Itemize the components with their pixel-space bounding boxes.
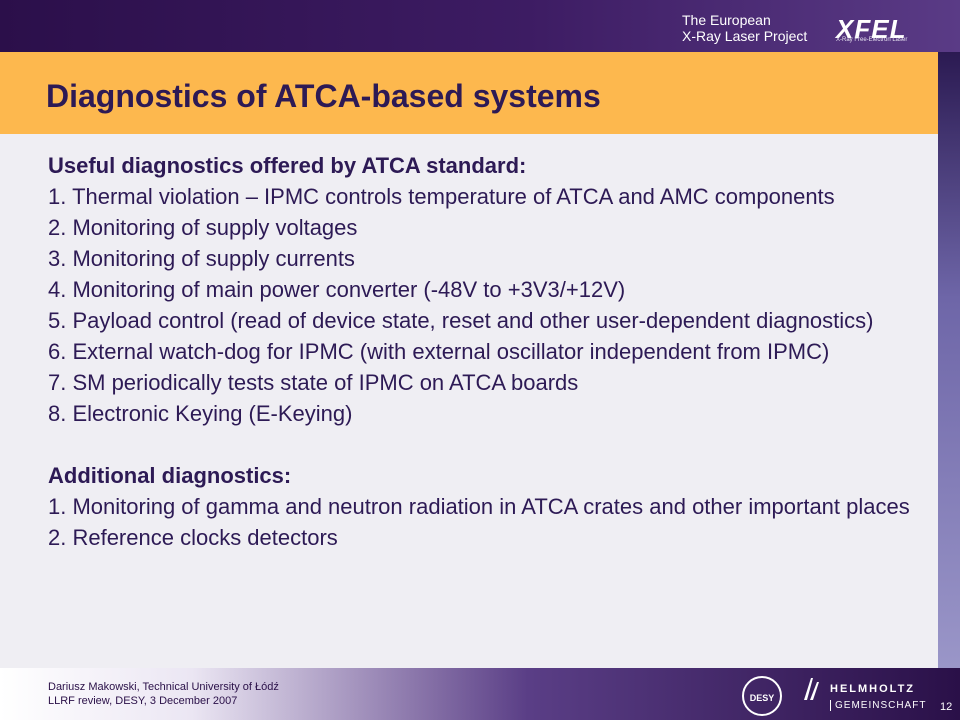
footer-author: Dariusz Makowski, Technical University o… (48, 681, 279, 693)
list-item: 3. Monitoring of supply currents (48, 246, 355, 271)
list-item: 7. SM periodically tests state of IPMC o… (48, 370, 579, 395)
list-item: 5. Payload control (read of device state… (48, 308, 874, 333)
header-bar: The European X-Ray Laser Project XFEL X-… (0, 0, 960, 52)
list-item: 6. External watch-dog for IPMC (with ext… (48, 339, 830, 364)
xfel-logo: XFEL (836, 14, 907, 44)
section-heading-additional: Additional diagnostics: (48, 463, 292, 488)
page-number: 12 (940, 701, 953, 713)
list-item: 2. Reference clocks detectors (48, 525, 338, 550)
list-item: 1. Monitoring of gamma and neutron radia… (48, 494, 910, 519)
footer-event: LLRF review, DESY, 3 December 2007 (48, 695, 238, 707)
section-heading-standard: Useful diagnostics offered by ATCA stand… (48, 153, 527, 178)
list-item: 1. Thermal violation – IPMC controls tem… (48, 184, 835, 209)
org-line-2: X-Ray Laser Project (682, 28, 808, 44)
footer-bar (0, 668, 960, 720)
list-item: 4. Monitoring of main power converter (-… (48, 277, 626, 302)
helmholtz-gemeinschaft: GEMEINSCHAFT (830, 700, 926, 711)
list-item: 8. Electronic Keying (E-Keying) (48, 401, 353, 426)
slide-title: Diagnostics of ATCA-based systems (46, 78, 601, 114)
spacer (48, 429, 938, 460)
desy-logo: DESY (742, 676, 782, 716)
slide-content: Useful diagnostics offered by ATCA stand… (0, 134, 938, 668)
xfel-logo-subtext: X-Ray Free-Electron Laser (836, 37, 908, 43)
list-item: 2. Monitoring of supply voltages (48, 215, 358, 240)
helmholtz-logo-icon (804, 678, 819, 700)
title-band (0, 52, 938, 134)
helmholtz-name: HELMHOLTZ (830, 683, 916, 695)
org-line-1: The European (682, 12, 771, 28)
side-strip (938, 52, 960, 668)
footer-credits: Dariusz Makowski, Technical University o… (48, 680, 279, 708)
organization-name: The European X-Ray Laser Project (682, 12, 807, 44)
